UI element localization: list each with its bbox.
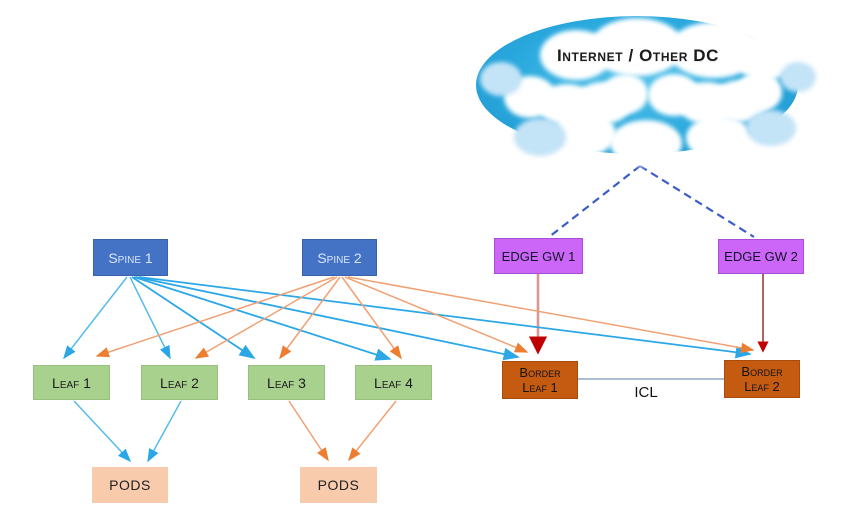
link-spine2-leaf4	[341, 276, 402, 360]
cloud-puff	[736, 72, 782, 112]
link-spine2-leaf3	[279, 276, 341, 360]
node-leaf-1: Leaf 1	[33, 365, 110, 400]
cloud-puff	[746, 110, 796, 146]
node-spine-1: Spine 1	[93, 239, 168, 276]
node-edge-gw-2: EDGE GW 2	[718, 239, 804, 274]
cloud-puff	[686, 116, 752, 160]
link-spine1-leaf4	[133, 276, 392, 361]
link-spine1-leaf2	[129, 276, 171, 360]
cloud-puff	[514, 118, 566, 156]
link-spine1-leaf3	[131, 276, 256, 359]
cloud-label: Internet / Other DC	[556, 46, 720, 65]
link-spine1-borderleaf2	[138, 276, 752, 359]
link-leaf1-pods1	[73, 400, 132, 463]
link-cloud-edgegw1	[548, 165, 641, 238]
link-leaf2-pods1	[147, 400, 182, 463]
node-edge-gw-1: EDGE GW 1	[494, 238, 583, 274]
link-spine2-borderleaf1	[344, 276, 529, 353]
icl-label: ICL	[634, 384, 658, 401]
node-leaf-4: Leaf 4	[355, 365, 432, 400]
link-spine1-borderleaf1	[135, 276, 520, 361]
node-pods-2: PODS	[300, 467, 377, 503]
cloud-puff	[610, 120, 682, 166]
link-leaf3-pods2	[288, 400, 329, 462]
cloud-puff	[780, 62, 816, 92]
link-spine2-borderleaf2	[347, 276, 755, 354]
cloud-puff	[480, 62, 522, 96]
link-spine2-leaf2	[194, 276, 338, 359]
link-spine1-leaf1	[63, 276, 128, 360]
node-pods-1: PODS	[92, 467, 168, 503]
internet-cloud: Internet / Other DC	[462, 4, 816, 166]
link-cloud-edgegw2	[639, 165, 755, 238]
node-border-leaf-2: Border Leaf 2	[724, 360, 800, 398]
node-leaf-2: Leaf 2	[141, 365, 218, 400]
link-leaf4-pods2	[348, 400, 397, 462]
node-spine-2: Spine 2	[302, 239, 377, 276]
node-border-leaf-1: Border Leaf 1	[502, 361, 578, 399]
link-spine2-leaf1	[95, 276, 335, 358]
cloud-puff	[602, 74, 648, 114]
node-leaf-3: Leaf 3	[248, 365, 325, 400]
